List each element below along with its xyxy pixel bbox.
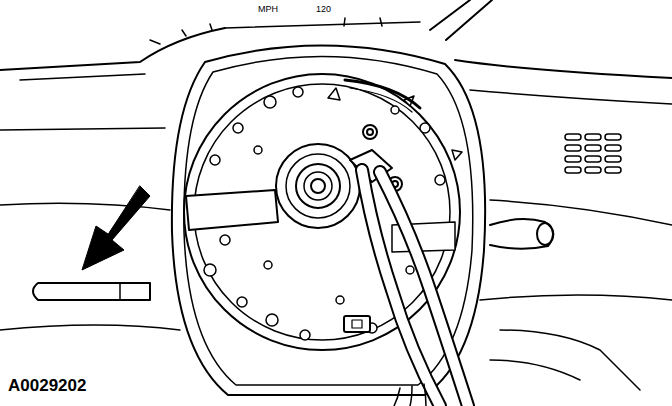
figure-number: A0029202 (8, 376, 86, 396)
gauge-label: 120 (316, 4, 331, 14)
gauge-label: MPH (258, 4, 278, 14)
